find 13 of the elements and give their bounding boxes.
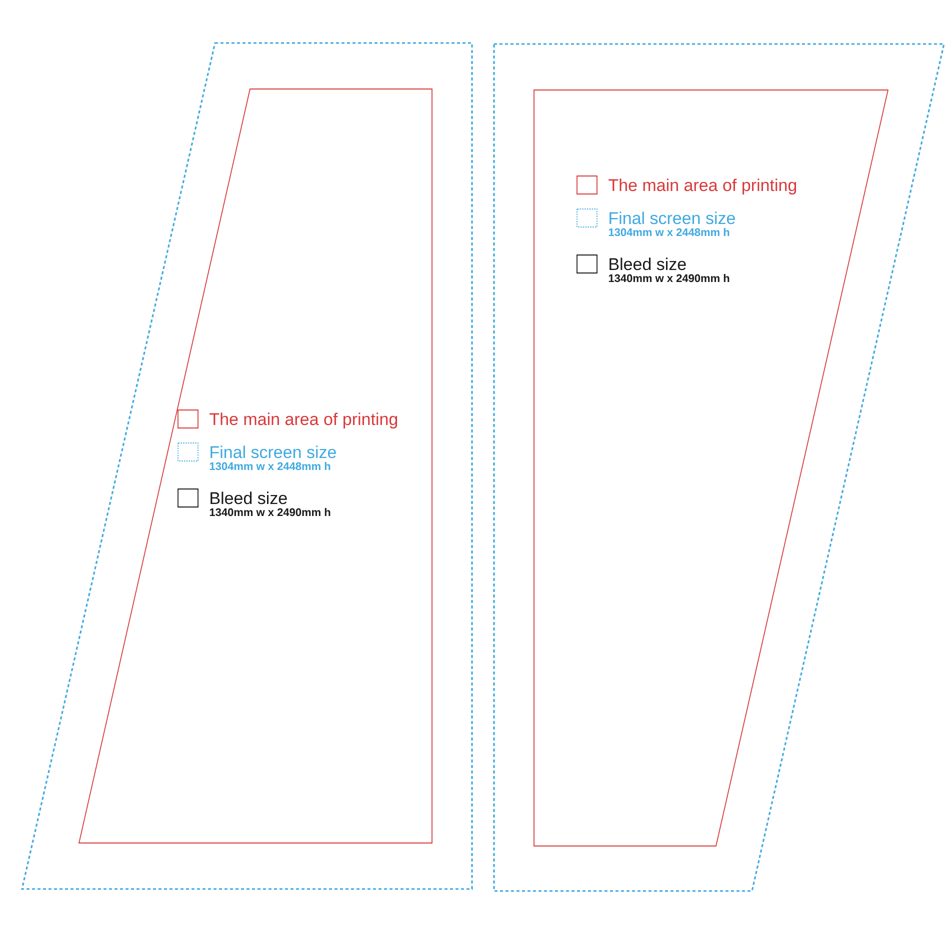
legend-text: Final screen size [610, 212, 735, 224]
print-area-outline [534, 90, 889, 846]
dimension-text: 1340mm w x 2490mm h [210, 508, 330, 516]
legend-text: Final screen size [210, 446, 336, 458]
screen-outline [493, 43, 945, 892]
legend-text: The main area of printing [608, 178, 796, 195]
screen-outline [21, 42, 473, 890]
legend-text: Bleed size [610, 258, 686, 270]
dimension-text: 1304mm w x 2448mm h [608, 228, 730, 236]
legend-text: The main area of printing [210, 412, 398, 429]
dimension-text: 1340mm w x 2490mm h [608, 274, 730, 282]
legend-text: Bleed size [210, 492, 287, 504]
dimension-text: 1304mm w x 2448mm h [210, 462, 330, 470]
